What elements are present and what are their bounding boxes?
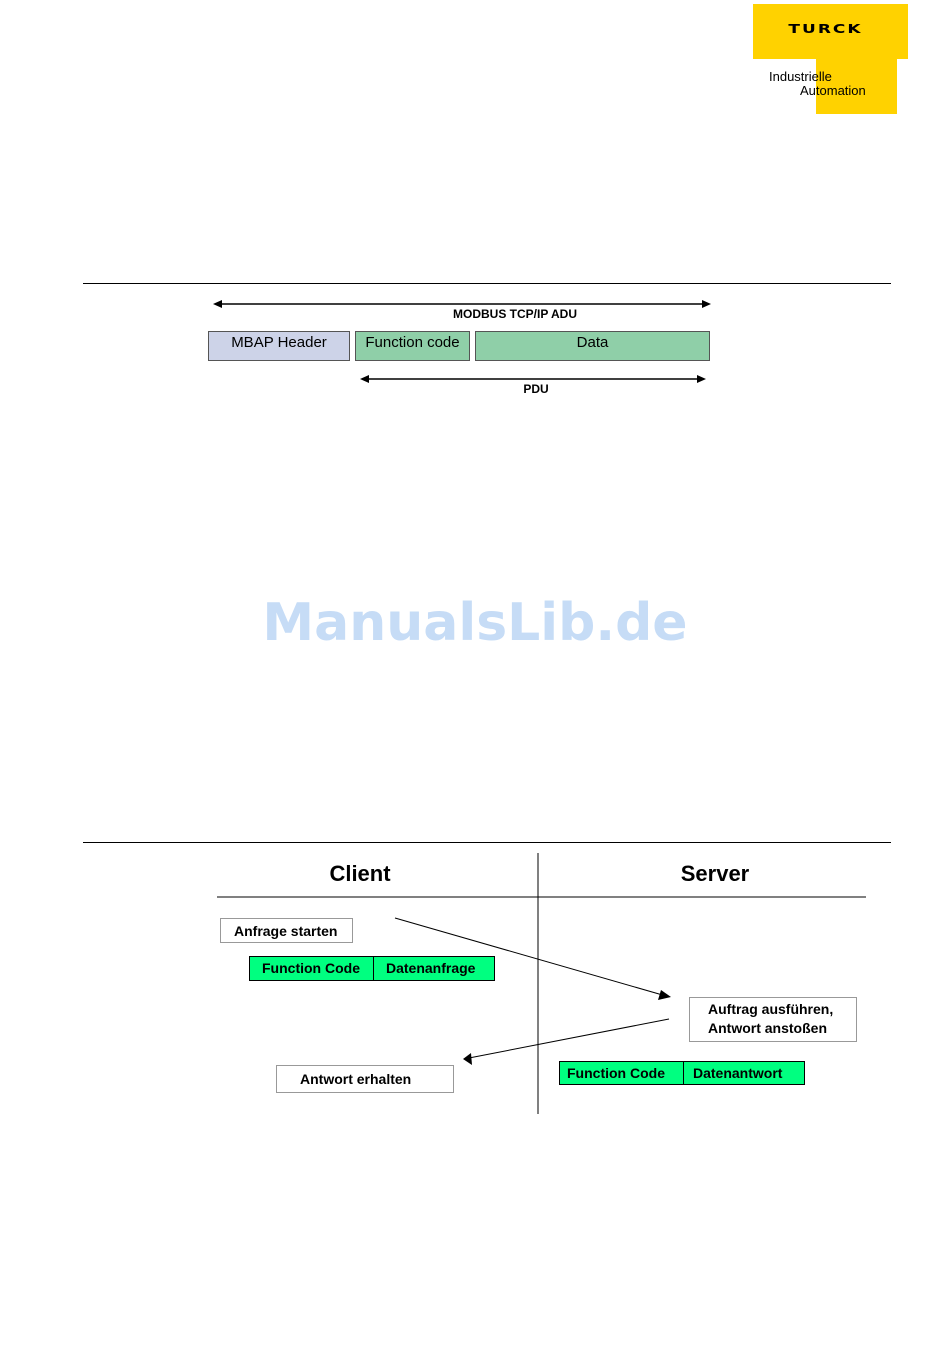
figure2-lines bbox=[0, 840, 950, 1130]
execute-line-2: Antwort anstoßen bbox=[708, 1019, 856, 1038]
response-data: Datenantwort bbox=[693, 1062, 782, 1084]
request-data: Datenanfrage bbox=[386, 957, 475, 980]
adu-label: MODBUS TCP/IP ADU bbox=[415, 307, 615, 321]
response-frame-divider bbox=[683, 1062, 684, 1084]
response-function-code: Function Code bbox=[567, 1062, 665, 1084]
mbap-header-box: MBAP Header bbox=[208, 331, 350, 361]
execute-line-1: Auftrag ausführen, bbox=[708, 1000, 856, 1019]
response-received-box: Antwort erhalten bbox=[276, 1065, 454, 1093]
function-code-box: Function code bbox=[355, 331, 470, 361]
request-function-code: Function Code bbox=[262, 957, 360, 980]
response-arrow bbox=[463, 1019, 669, 1065]
pdu-label: PDU bbox=[486, 382, 586, 396]
response-frame: Function Code Datenantwort bbox=[559, 1061, 805, 1085]
request-frame: Function Code Datenanfrage bbox=[249, 956, 495, 981]
watermark: ManualsLib.de bbox=[0, 593, 950, 653]
server-heading: Server bbox=[655, 861, 775, 887]
client-heading: Client bbox=[300, 861, 420, 887]
request-frame-divider bbox=[373, 957, 374, 980]
request-start-box: Anfrage starten bbox=[220, 918, 353, 943]
execute-box: Auftrag ausführen, Antwort anstoßen bbox=[689, 997, 857, 1042]
data-box: Data bbox=[475, 331, 710, 361]
